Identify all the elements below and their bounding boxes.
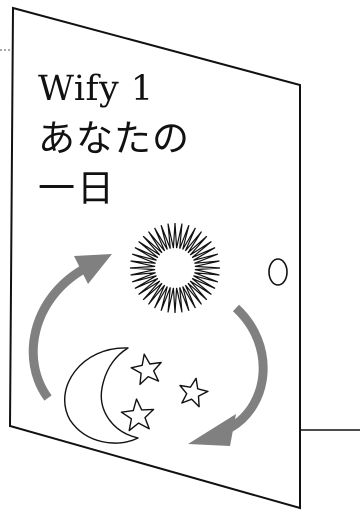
sun-rays xyxy=(129,222,221,314)
cycle-arrow-right xyxy=(227,304,268,432)
door-title: Wify 1 xyxy=(38,69,154,109)
star-icon xyxy=(120,398,155,432)
door-subtitle-line1: あなたの xyxy=(38,117,190,160)
sun-icon xyxy=(129,222,221,314)
star-icon xyxy=(130,353,162,386)
star-icon xyxy=(179,377,209,408)
cycle-arrow-left-head xyxy=(74,254,112,284)
circular-arrow-icon xyxy=(28,254,268,446)
crescent-moon-icon xyxy=(64,347,139,444)
cycle-arrow-left xyxy=(28,266,85,401)
door-knob-icon xyxy=(268,258,288,286)
stars-group xyxy=(120,353,209,432)
cycle-arrow-right-head xyxy=(188,414,236,446)
door-subtitle-line2: 一日 xyxy=(38,167,116,210)
